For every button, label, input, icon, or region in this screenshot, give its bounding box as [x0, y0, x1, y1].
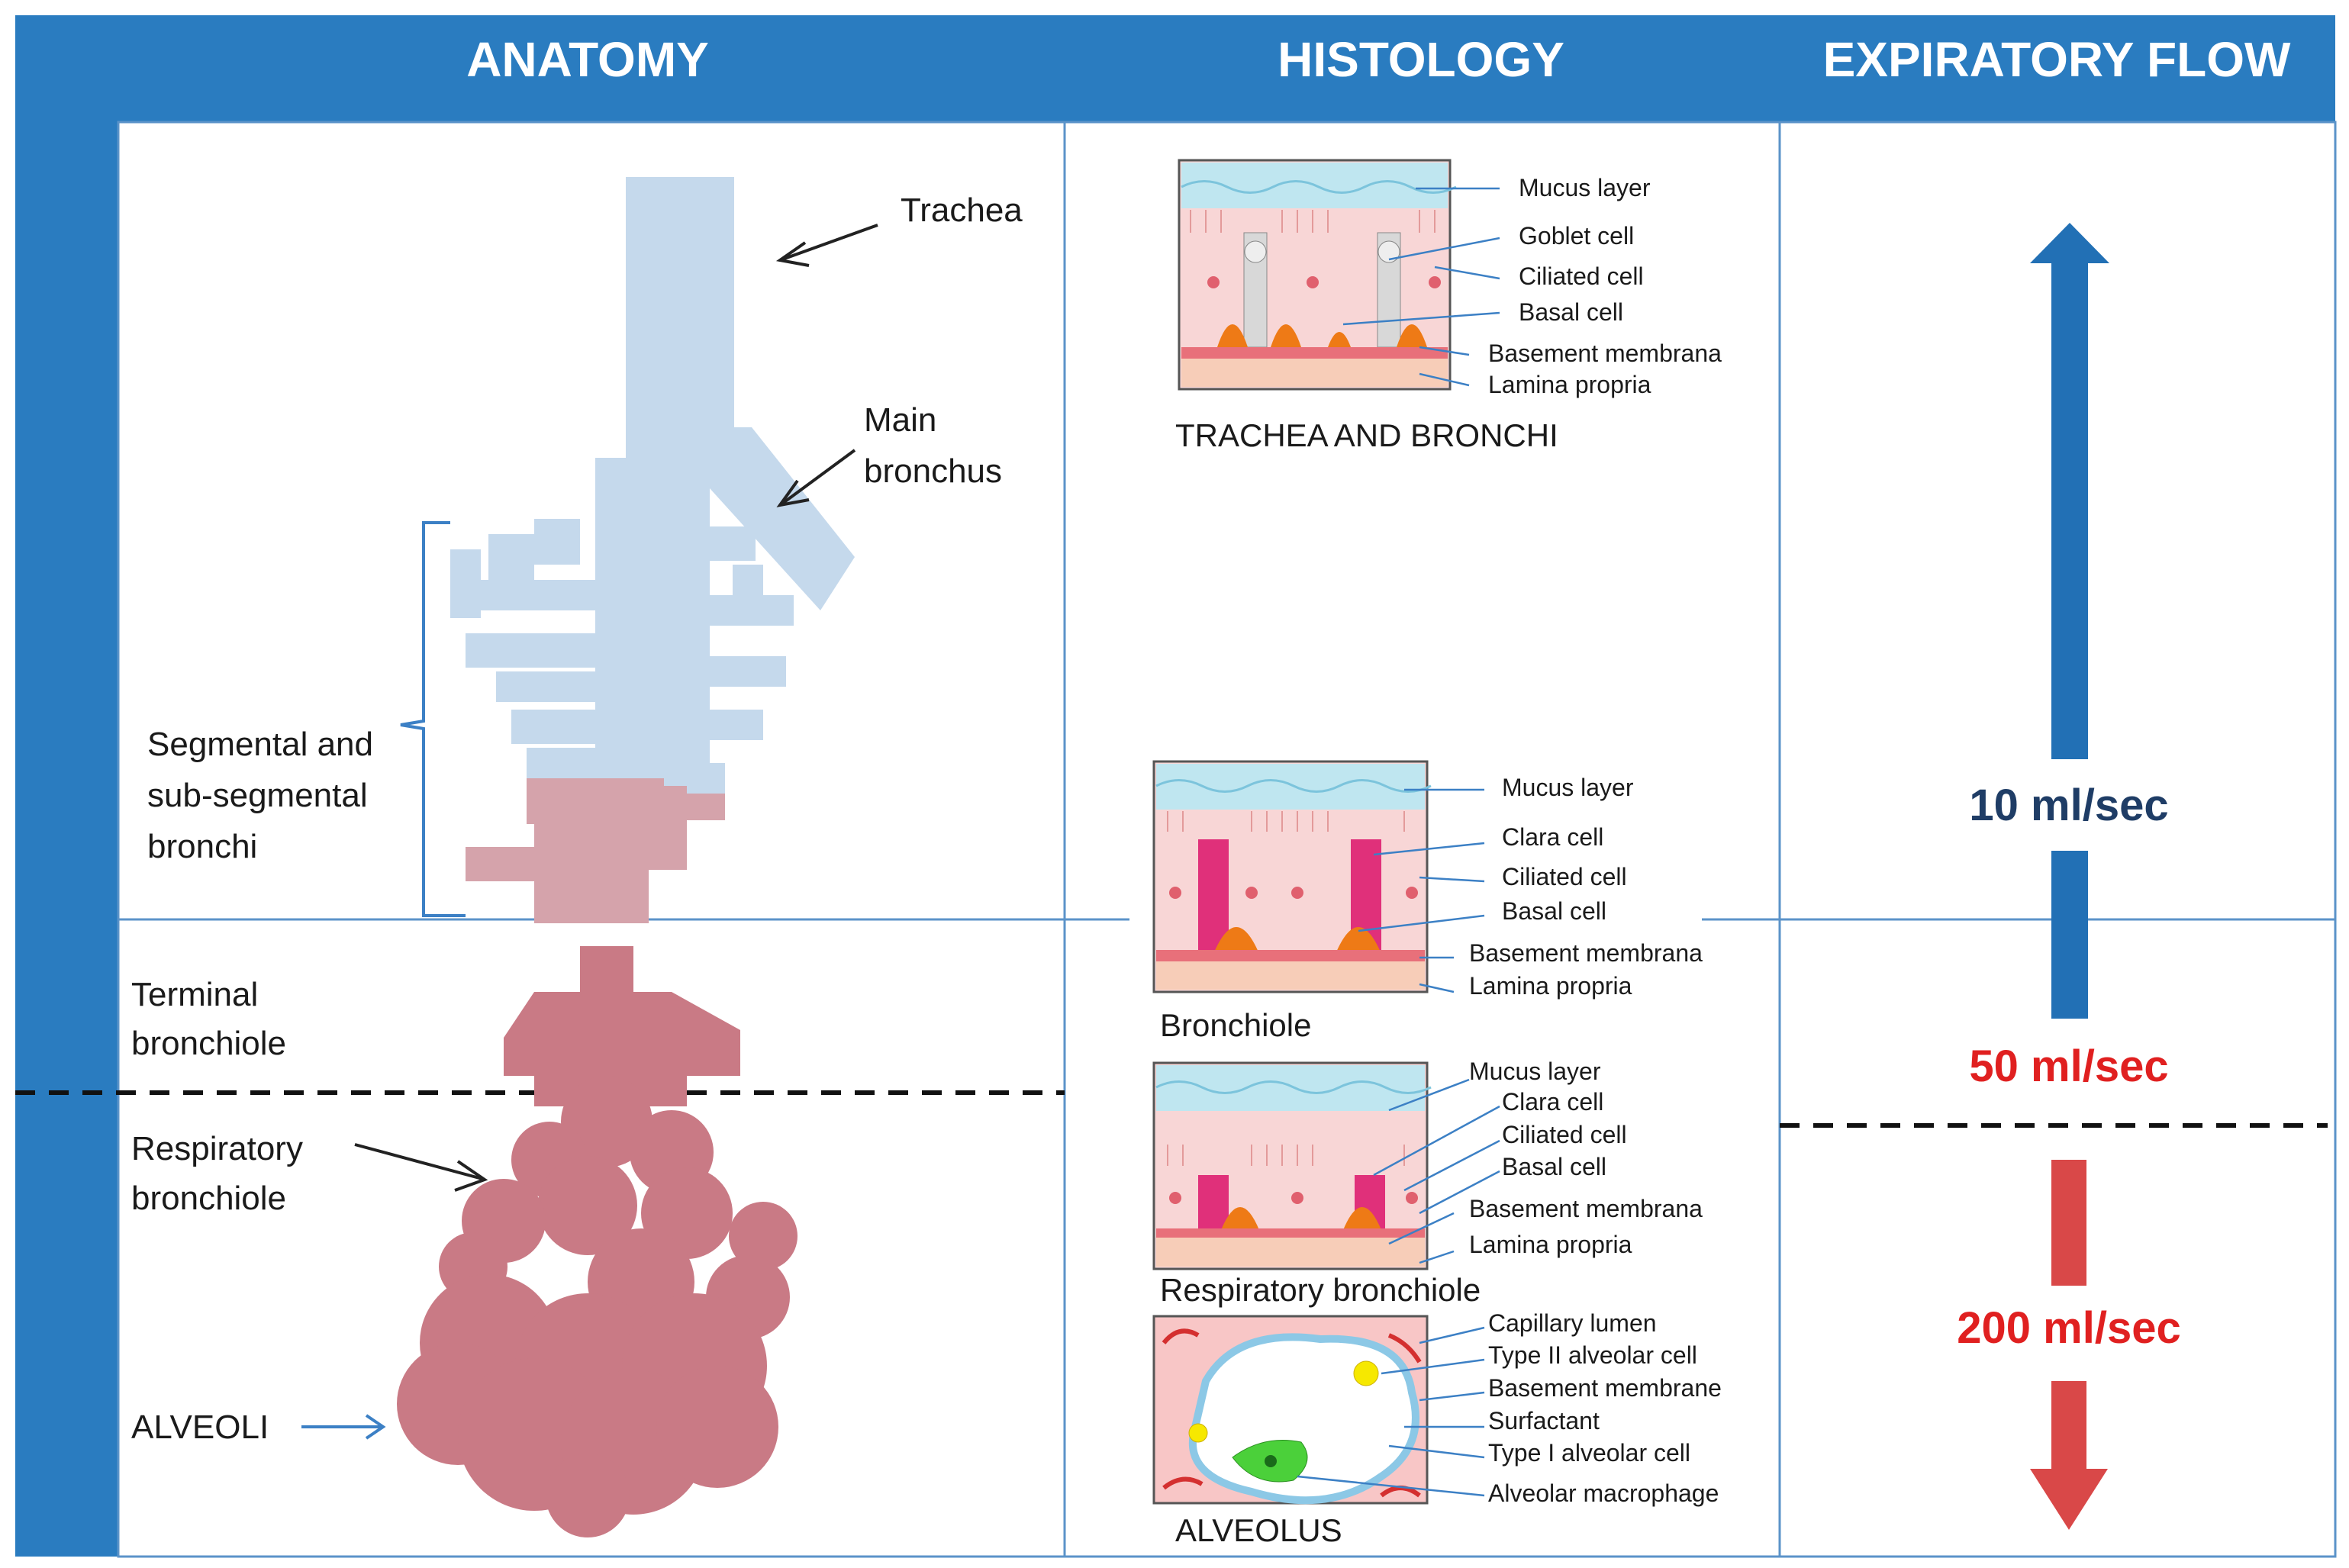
hist-respiratory-label-4: Basement membrana [1469, 1195, 1703, 1222]
subsegmental-shape [466, 778, 725, 923]
label-main-bronchus-1: Main [864, 401, 936, 439]
histology-respiratory-panel [1152, 1061, 1432, 1270]
flow-up-arrow [2030, 223, 2109, 1019]
label-segmental-1: Segmental and [147, 726, 373, 763]
label-alveoli: ALVEOLI [131, 1409, 269, 1446]
flow-label-10: 10 ml/sec [1969, 781, 2168, 830]
hist-respiratory-label-3: Basal cell [1502, 1153, 1606, 1180]
histology-alveolus-leaders [1297, 1326, 1485, 1497]
label-trachea: Trachea [901, 192, 1023, 229]
hist-respiratory-label-0: Mucus layer [1469, 1058, 1601, 1085]
hist-trachea-label-4: Basement membrana [1488, 340, 1722, 367]
hist-bronchiole-label-3: Basal cell [1502, 897, 1606, 925]
hist-trachea-label-0: Mucus layer [1519, 174, 1651, 201]
hist-respiratory-label-2: Ciliated cell [1502, 1121, 1627, 1148]
anatomy-pointers [354, 224, 878, 1192]
label-respiratory-1: Respiratory [131, 1130, 303, 1167]
anatomy-blue-pointers [301, 521, 466, 1440]
hist-alveolus-label-0: Capillary lumen [1488, 1309, 1657, 1337]
hist-alveolus-title: ALVEOLUS [1175, 1512, 1342, 1548]
hist-alveolus-label-2: Basement membrane [1488, 1374, 1722, 1402]
hist-bronchiole-label-5: Lamina propria [1469, 972, 1632, 1000]
hist-alveolus-label-3: Surfactant [1488, 1407, 1600, 1434]
label-terminal-2: bronchiole [131, 1025, 286, 1062]
left-bar [15, 15, 118, 1557]
hist-trachea-label-3: Basal cell [1519, 298, 1623, 326]
hist-bronchiole-label-0: Mucus layer [1502, 774, 1634, 801]
alveoli-shape [397, 1076, 798, 1537]
hist-bronchiole-label-2: Ciliated cell [1502, 863, 1627, 890]
main-bronchus-shape [710, 427, 855, 610]
label-respiratory-2: bronchiole [131, 1180, 286, 1217]
hist-alveolus-label-1: Type II alveolar cell [1488, 1341, 1697, 1369]
header-anatomy: ANATOMY [466, 32, 709, 87]
flow-label-200: 200 ml/sec [1957, 1303, 2180, 1353]
hist-trachea-label-5: Lamina propria [1488, 371, 1651, 398]
segmental-bronchi-shape [450, 458, 794, 794]
hist-trachea-title: TRACHEA AND BRONCHI [1175, 417, 1558, 453]
histology-alveolus-panel [1152, 1315, 1429, 1505]
hist-trachea-label-1: Goblet cell [1519, 222, 1634, 250]
hist-respiratory-label-5: Lamina propria [1469, 1231, 1632, 1258]
terminal-bronchiole-shape [504, 946, 740, 1106]
flow-label-50: 50 ml/sec [1969, 1042, 2168, 1091]
header-bar [15, 15, 2335, 122]
header-histology: HISTOLOGY [1278, 32, 1564, 87]
hist-respiratory-label-1: Clara cell [1502, 1088, 1603, 1116]
hist-alveolus-label-5: Alveolar macrophage [1488, 1479, 1719, 1507]
airway-tree [397, 177, 855, 1537]
label-terminal-1: Terminal [131, 976, 258, 1013]
hist-bronchiole-title: Bronchiole [1160, 1007, 1311, 1043]
hist-alveolus-label-4: Type I alveolar cell [1488, 1439, 1690, 1467]
histology-trachea-leaders [1342, 187, 1500, 387]
hist-bronchiole-label-4: Basement membrana [1469, 939, 1703, 967]
hist-respiratory-title: Respiratory bronchiole [1160, 1272, 1481, 1308]
histology-respiratory-leaders [1373, 1078, 1500, 1264]
histology-trachea-panel [1178, 159, 1457, 391]
label-segmental-2: sub-segmental [147, 777, 368, 814]
histology-bronchiole-panel [1152, 760, 1432, 993]
histology-bronchiole-leaders [1358, 788, 1485, 993]
hist-bronchiole-label-1: Clara cell [1502, 823, 1603, 851]
header-expiratory-flow: EXPIRATORY FLOW [1823, 32, 2291, 87]
flow-down-arrow [2030, 1160, 2108, 1530]
label-main-bronchus-2: bronchus [864, 452, 1002, 490]
label-segmental-3: bronchi [147, 828, 257, 865]
hist-trachea-label-2: Ciliated cell [1519, 262, 1644, 290]
